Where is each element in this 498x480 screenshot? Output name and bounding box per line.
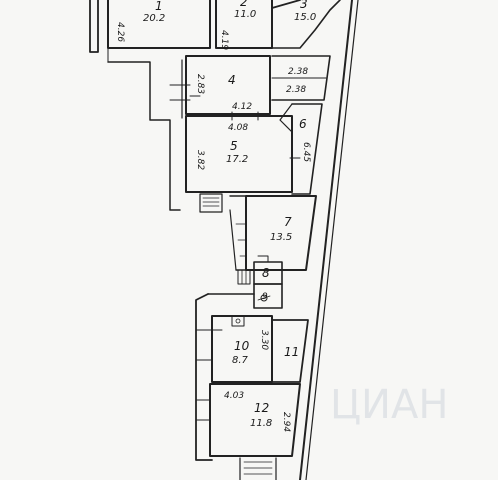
room-1-area: 20.2	[143, 13, 165, 24]
dim-room4-bottom: 4.12	[232, 102, 252, 112]
room-6-number: 6	[299, 117, 307, 131]
room-12-area: 11.8	[250, 418, 272, 429]
room-5-number: 5	[230, 139, 238, 153]
room-5-area: 17.2	[226, 154, 248, 165]
dim-room12-side: 2.94	[281, 412, 291, 432]
room-7-area: 13.5	[270, 232, 292, 243]
dim-room5-top: 4.08	[228, 123, 248, 133]
room-11-number: 11	[284, 345, 299, 359]
room-7-number: 7	[284, 215, 292, 229]
watermark: ЦИАН	[330, 382, 448, 428]
room-12-number: 12	[254, 401, 269, 415]
room-10-number: 10	[234, 339, 250, 353]
room-10-area: 8.7	[232, 355, 249, 366]
room-2-number: 2	[240, 0, 248, 9]
dim-room4-side: 2.83	[195, 74, 205, 94]
room-4-number: 4	[228, 73, 236, 87]
dim-room12-top: 4.03	[224, 391, 244, 401]
dim-room10-side: 3.30	[259, 330, 269, 350]
dim-closet-b: 2.38	[286, 85, 306, 95]
dim-closet-a: 2.38	[288, 67, 308, 77]
dim-room6-side: 6.45	[301, 142, 311, 162]
dim-room5-side: 3.82	[195, 150, 205, 170]
room-3-area: 15.0	[294, 12, 316, 23]
dim-room2-side: 4.19	[219, 30, 229, 50]
dim-room1-side: 4.26	[115, 22, 125, 42]
room-8-number: 8	[262, 266, 270, 280]
room-labels: 1 20.2 2 11.0 3 15.0 4 5 17.2 6 7 13.5 8…	[143, 0, 316, 429]
room-2-area: 11.0	[234, 9, 256, 20]
dimension-labels: 4.26 4.19 2.83 4.12 4.08 3.82 2.38 2.38 …	[115, 22, 311, 432]
room-3-number: 3	[300, 0, 308, 11]
room-9-number: 9	[262, 292, 268, 302]
room-1-number: 1	[155, 0, 163, 13]
